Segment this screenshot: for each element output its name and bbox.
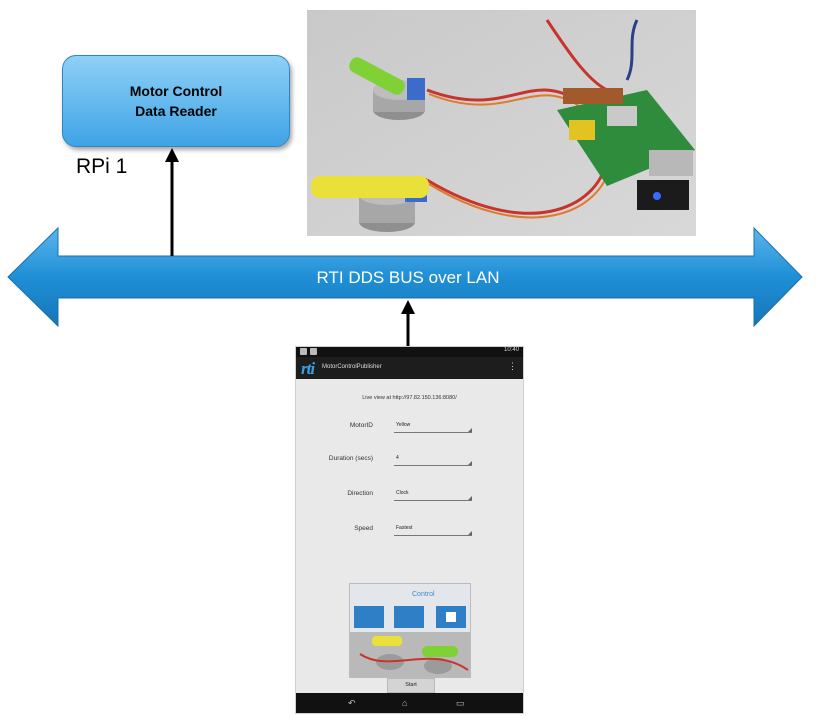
duration-value: 4 bbox=[396, 455, 399, 461]
menu-dots-icon[interactable]: ⋮ bbox=[508, 361, 517, 371]
node-title-line2: Data Reader bbox=[135, 103, 217, 119]
live-view-url: Live view at http://97.82.150.136:8080/ bbox=[362, 395, 457, 401]
speed-row: Speed Fastest bbox=[296, 522, 523, 538]
dropdown-caret-icon bbox=[468, 428, 472, 432]
dds-bus-arrow bbox=[7, 226, 803, 328]
start-button[interactable]: Start bbox=[387, 678, 435, 693]
bus-label: RTI DDS BUS over LAN bbox=[316, 268, 500, 287]
speed-label: Speed bbox=[354, 525, 373, 532]
live-view-thumbnail: Control bbox=[349, 583, 471, 678]
motor-id-value: Yellow bbox=[396, 422, 411, 428]
recents-icon[interactable]: ▭ bbox=[456, 698, 465, 708]
arrow-up-icon bbox=[165, 148, 179, 162]
dropdown-caret-icon bbox=[468, 461, 472, 465]
direction-row: Direction Clock bbox=[296, 487, 523, 503]
dropdown-caret-icon bbox=[468, 496, 472, 500]
motor-id-select[interactable]: Yellow bbox=[394, 419, 472, 433]
thumbnail-caption: Control bbox=[412, 591, 435, 598]
back-icon[interactable]: ↶ bbox=[348, 698, 356, 708]
motor-id-row: MotorID Yellow bbox=[296, 419, 523, 435]
direction-label: Direction bbox=[347, 490, 373, 497]
notification-icon bbox=[300, 348, 307, 355]
speed-select[interactable]: Fastest bbox=[394, 522, 472, 536]
dropdown-caret-icon bbox=[468, 531, 472, 535]
app-action-bar: rti MotorControlPublisher ⋮ bbox=[296, 357, 523, 379]
hardware-photo bbox=[307, 10, 696, 236]
status-bar: 10:40 bbox=[296, 347, 523, 357]
rti-logo: rti bbox=[301, 359, 315, 378]
android-nav-bar: ↶ ⌂ ▭ bbox=[296, 693, 523, 713]
status-time: 10:40 bbox=[503, 347, 519, 353]
node-title-line1: Motor Control bbox=[129, 83, 223, 99]
notification-icon bbox=[310, 348, 317, 355]
duration-label: Duration (secs) bbox=[328, 455, 373, 462]
motor-id-label: MotorID bbox=[349, 422, 373, 429]
home-icon[interactable]: ⌂ bbox=[402, 698, 408, 708]
duration-row: Duration (secs) 4 bbox=[296, 452, 523, 468]
node-label: RPi 1 bbox=[76, 155, 128, 178]
app-title: MotorControlPublisher bbox=[322, 364, 382, 370]
arrow-up-icon bbox=[401, 300, 415, 314]
duration-select[interactable]: 4 bbox=[394, 452, 472, 466]
android-app-screenshot: 10:40 rti MotorControlPublisher ⋮ Live v… bbox=[295, 346, 524, 714]
motor-control-reader-node: Motor Control Data Reader bbox=[62, 55, 290, 147]
direction-value: Clock bbox=[396, 490, 409, 496]
speed-value: Fastest bbox=[396, 525, 413, 531]
direction-select[interactable]: Clock bbox=[394, 487, 472, 501]
